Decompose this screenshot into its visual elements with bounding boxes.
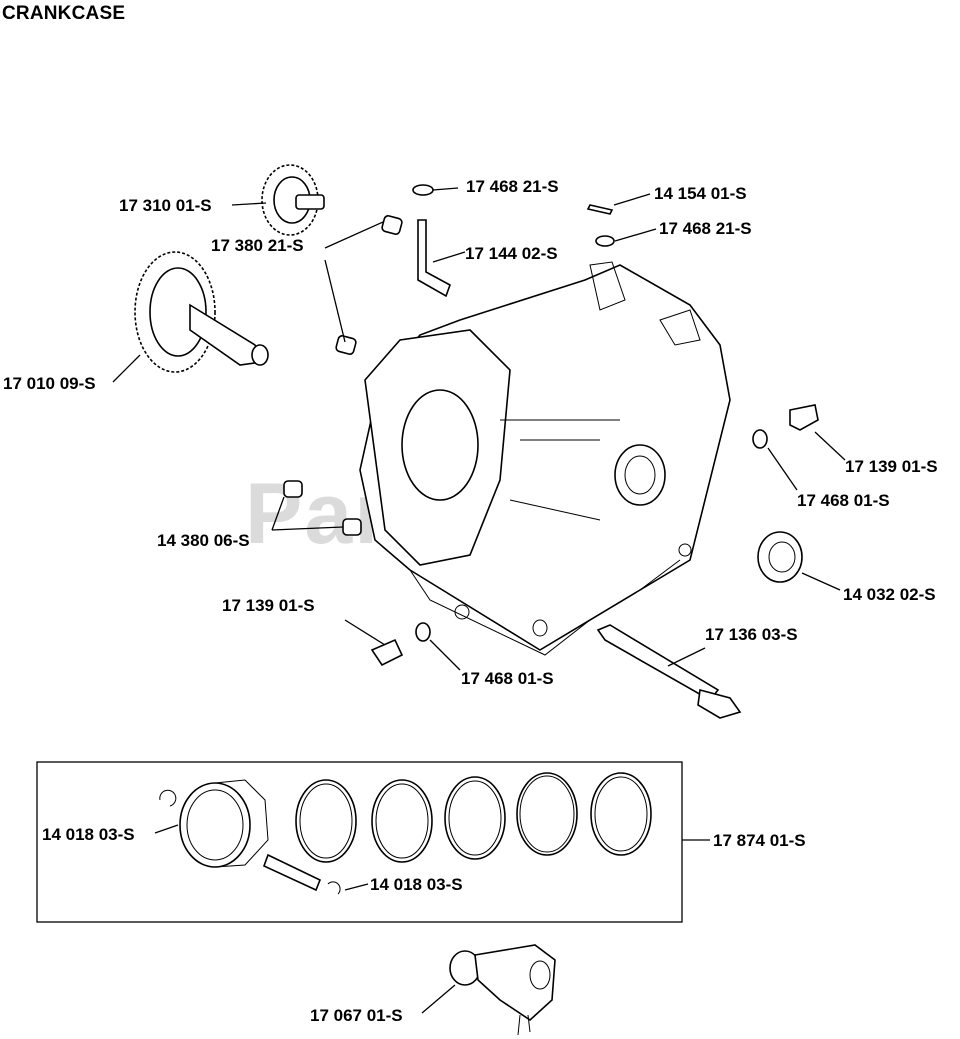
label-pin[interactable]: 14 154 01-S (654, 184, 747, 203)
label-plug-right[interactable]: 17 139 01-S (845, 457, 938, 476)
page-title: CRANKCASE (2, 3, 126, 24)
label-camshaft[interactable]: 17 010 09-S (3, 374, 96, 393)
crankcase-part[interactable] (359, 261, 731, 656)
governor-gear-part[interactable] (261, 164, 325, 236)
label-plug-left[interactable]: 17 139 01-S (222, 596, 315, 615)
label-washer-top[interactable]: 17 468 21-S (466, 177, 559, 196)
label-piston-kit[interactable]: 17 874 01-S (713, 831, 806, 850)
label-washer-right[interactable]: 17 468 01-S (797, 491, 890, 510)
label-shaft[interactable]: 17 144 02-S (465, 244, 558, 263)
dowel-parts[interactable] (283, 480, 362, 536)
bushing-parts[interactable] (335, 215, 403, 355)
camshaft-part[interactable] (134, 251, 269, 373)
leader-lines (112, 187, 846, 1014)
piston-kit-parts[interactable] (159, 772, 652, 895)
washer-bottom-part[interactable] (415, 622, 431, 642)
washer-top-right-part[interactable] (595, 235, 615, 247)
pin-part[interactable] (586, 204, 614, 215)
label-washer-top-right[interactable]: 17 468 21-S (659, 219, 752, 238)
connecting-rod-part[interactable] (449, 944, 556, 1036)
label-connecting-rod[interactable]: 17 067 01-S (310, 1006, 403, 1025)
piston-kit-box (36, 761, 683, 923)
shaft-part[interactable] (417, 219, 451, 298)
label-bushing[interactable]: 17 380 21-S (211, 236, 304, 255)
plug-left-part[interactable] (370, 638, 404, 667)
label-oil-seal[interactable]: 14 032 02-S (843, 585, 936, 604)
plug-right-part[interactable] (789, 404, 819, 431)
tube-part[interactable] (596, 624, 720, 702)
label-dowel[interactable]: 14 380 06-S (157, 531, 250, 550)
label-washer-bottom[interactable]: 17 468 01-S (461, 669, 554, 688)
label-retainer-bottom[interactable]: 14 018 03-S (370, 875, 463, 894)
tube-end-part (697, 688, 742, 719)
washer-right-part[interactable] (752, 429, 768, 449)
label-tube[interactable]: 17 136 03-S (705, 625, 798, 644)
label-governor-gear[interactable]: 17 310 01-S (119, 196, 212, 215)
label-retainer-left[interactable]: 14 018 03-S (42, 825, 135, 844)
oil-seal-part[interactable] (757, 531, 803, 583)
washer-top-part[interactable] (412, 184, 434, 196)
